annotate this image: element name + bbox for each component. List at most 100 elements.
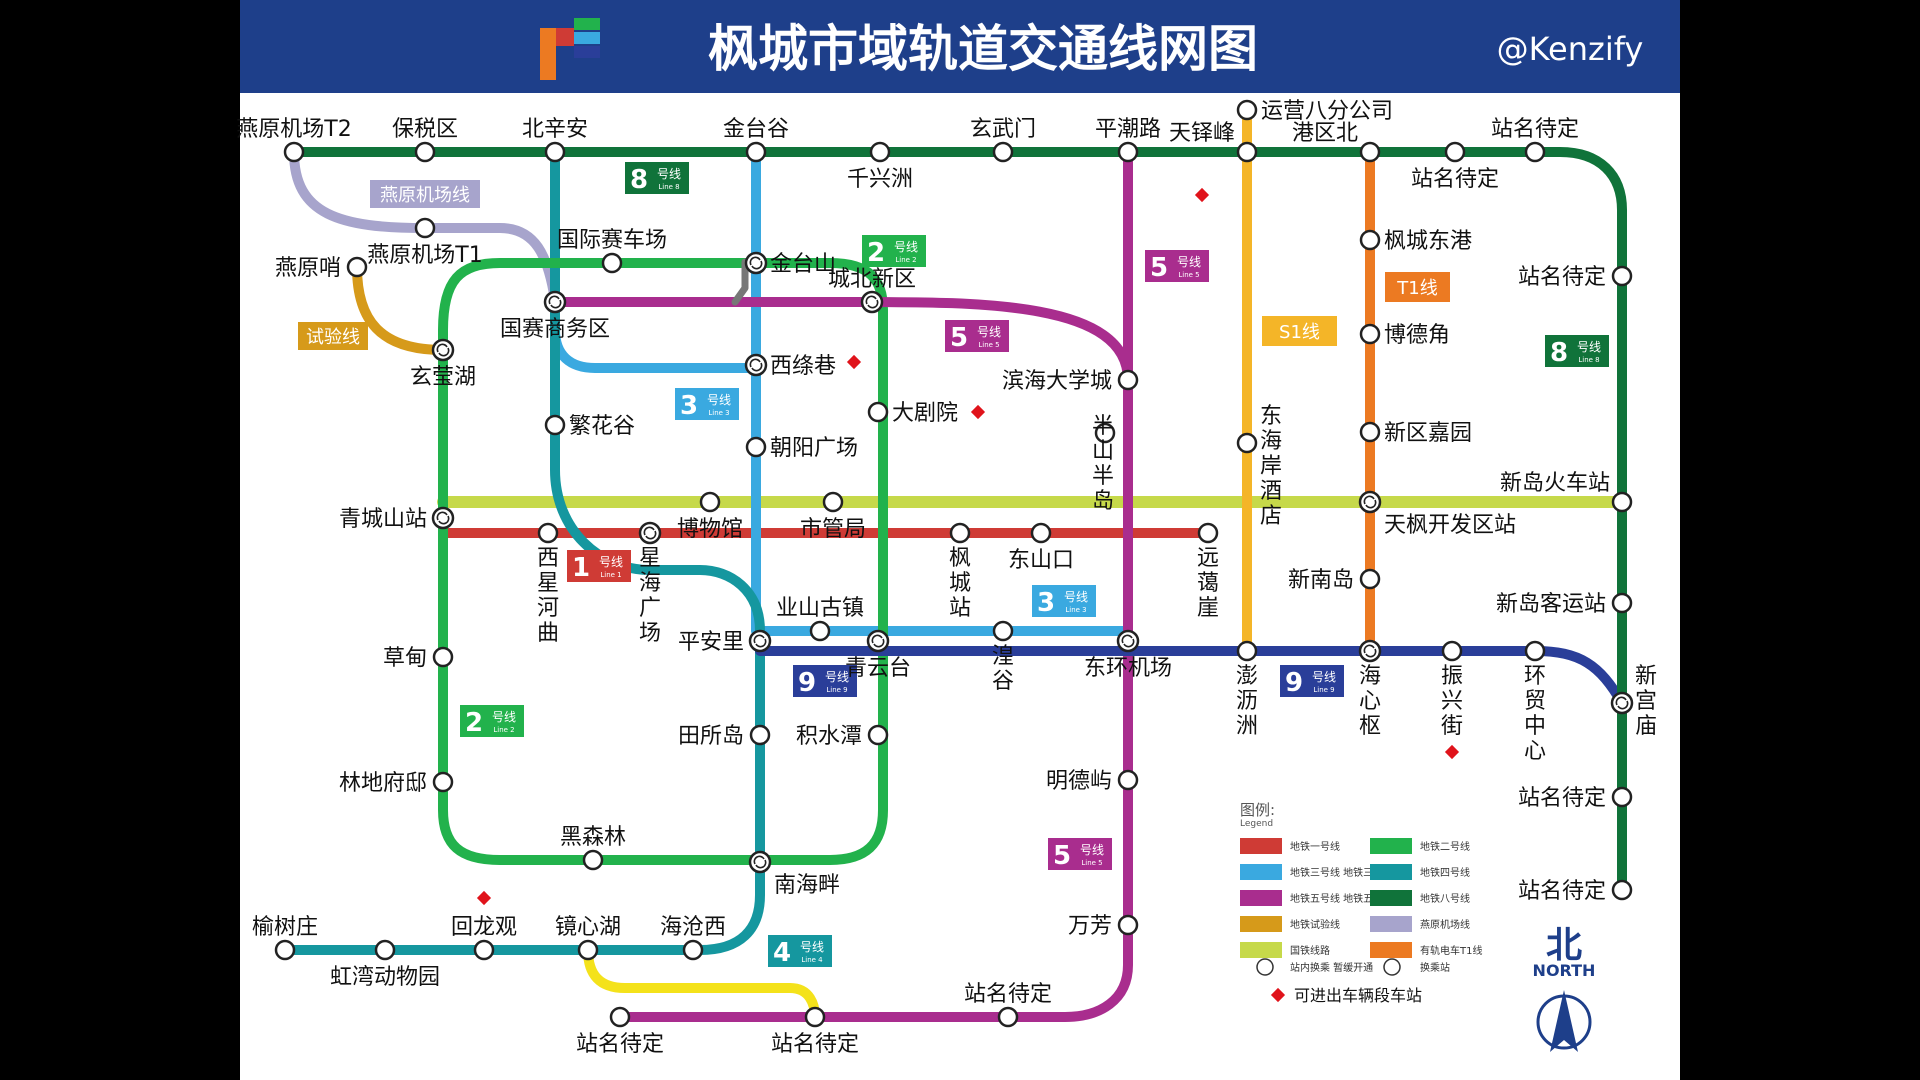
- transfer-station-marker[interactable]: [744, 353, 768, 377]
- station-donghuan[interactable]: 东环机场: [1084, 629, 1172, 681]
- transfer-station-marker[interactable]: [1358, 490, 1382, 514]
- station-pengpai[interactable]: 澎沥洲: [1236, 640, 1258, 739]
- station-marker[interactable]: [414, 141, 436, 163]
- station-marker[interactable]: [1197, 522, 1219, 544]
- station-tbd-right-1[interactable]: 站名待定: [1518, 265, 1633, 290]
- station-pinganli[interactable]: 平安里: [678, 629, 772, 655]
- transfer-station-marker[interactable]: [431, 338, 455, 362]
- station-bodejiao[interactable]: 博德角: [1359, 323, 1450, 348]
- station-jishuitan[interactable]: 积水潭: [796, 724, 889, 749]
- station-huilongguan[interactable]: 回龙观: [451, 915, 517, 961]
- station-tbd-bottom-3[interactable]: 站名待定: [964, 982, 1052, 1028]
- station-marker[interactable]: [346, 256, 368, 278]
- station-yushuzhuang[interactable]: 榆树庄: [252, 915, 318, 961]
- station-marker[interactable]: [609, 1006, 631, 1028]
- transfer-station-marker[interactable]: [1116, 629, 1140, 653]
- station-marker[interactable]: [1117, 914, 1139, 936]
- station-fengchengdonggang[interactable]: 枫城东港: [1359, 229, 1472, 254]
- station-marker[interactable]: [804, 1006, 826, 1028]
- station-dongshankou[interactable]: 东山口: [1008, 522, 1074, 573]
- station-marker[interactable]: [1359, 568, 1381, 590]
- station-xindaokeyun[interactable]: 新岛客运站: [1496, 592, 1633, 617]
- station-chaoyang[interactable]: 朝阳广场: [745, 436, 858, 461]
- station-xindaohuoche[interactable]: 新岛火车站: [1500, 471, 1633, 513]
- transfer-station-marker[interactable]: [431, 506, 455, 530]
- station-jingxinhu[interactable]: 镜心湖: [555, 915, 621, 961]
- station-tbd-top-a[interactable]: 站名待定: [1411, 141, 1499, 192]
- station-yanyuan-t1[interactable]: 燕原机场T1: [367, 217, 483, 268]
- station-guojisaichechang[interactable]: 国际赛车场: [557, 228, 667, 274]
- transfer-station-marker[interactable]: [1610, 691, 1634, 715]
- station-banshan[interactable]: 半山半岛: [1092, 414, 1116, 514]
- station-tbd-bottom-2[interactable]: 站名待定: [771, 1006, 859, 1057]
- station-marker[interactable]: [1441, 640, 1463, 662]
- station-tianfeng[interactable]: 天枫开发区站: [1358, 490, 1516, 538]
- station-marker[interactable]: [1611, 491, 1633, 513]
- station-tbd-bottom-1[interactable]: 站名待定: [576, 1006, 664, 1057]
- station-baoshuiqu[interactable]: 保税区: [392, 117, 458, 163]
- station-nanhaipan[interactable]: 南海畔: [748, 850, 840, 898]
- station-marker[interactable]: [1611, 786, 1633, 808]
- transfer-station-marker[interactable]: [866, 629, 890, 653]
- transfer-station-marker[interactable]: [744, 251, 768, 275]
- station-huanmao[interactable]: 环贸中心: [1524, 640, 1546, 764]
- station-hongwan[interactable]: 虹湾动物园: [330, 939, 440, 990]
- station-marker[interactable]: [1359, 421, 1381, 443]
- station-zhenxing[interactable]: 振兴街: [1441, 640, 1463, 739]
- station-xinqujiayuan[interactable]: 新区嘉园: [1359, 421, 1472, 446]
- station-marker[interactable]: [1524, 141, 1546, 163]
- station-xixinghequ[interactable]: 西星河曲: [537, 522, 559, 646]
- station-yanyuan-t2[interactable]: 燕原机场T2: [236, 117, 352, 163]
- transfer-station-marker[interactable]: [543, 290, 567, 314]
- station-marker[interactable]: [1094, 422, 1116, 444]
- station-qianxingzhou[interactable]: 千兴洲: [847, 141, 913, 192]
- station-yuanai[interactable]: 远蔼崖: [1197, 522, 1219, 621]
- station-dajuyuan[interactable]: 大剧院: [867, 401, 958, 426]
- station-xinnandao[interactable]: 新南岛: [1288, 568, 1381, 593]
- station-caodian[interactable]: 草甸: [383, 646, 454, 671]
- station-xuanyinghu[interactable]: 玄莹湖: [410, 338, 476, 390]
- station-tbd-right-2[interactable]: 站名待定: [1518, 786, 1633, 811]
- station-marker[interactable]: [867, 724, 889, 746]
- station-marker[interactable]: [537, 522, 559, 544]
- station-marker[interactable]: [1117, 769, 1139, 791]
- station-guosaishangwuqu[interactable]: 国赛商务区: [500, 290, 610, 342]
- station-marker[interactable]: [1444, 141, 1466, 163]
- station-marker[interactable]: [1359, 229, 1381, 251]
- station-marker[interactable]: [992, 620, 1014, 642]
- station-marker[interactable]: [544, 141, 566, 163]
- station-marker[interactable]: [1236, 141, 1258, 163]
- station-donghaian[interactable]: 东海岸酒店: [1236, 404, 1282, 529]
- transfer-station-marker[interactable]: [748, 629, 772, 653]
- station-marker[interactable]: [1359, 141, 1381, 163]
- station-gangqubei[interactable]: 港区北: [1292, 121, 1381, 163]
- station-shiguanju[interactable]: 市管局: [800, 491, 866, 542]
- station-marker[interactable]: [374, 939, 396, 961]
- station-marker[interactable]: [577, 939, 599, 961]
- station-yanyuanshao[interactable]: 燕原哨: [275, 256, 368, 281]
- station-yeshan[interactable]: 业山古镇: [776, 596, 864, 642]
- station-fengcheng[interactable]: 枫城站: [949, 522, 971, 621]
- station-marker[interactable]: [1117, 141, 1139, 163]
- station-qingchengshan[interactable]: 青城山站: [339, 506, 455, 532]
- station-marker[interactable]: [809, 620, 831, 642]
- station-marker[interactable]: [1236, 99, 1258, 121]
- station-marker[interactable]: [822, 491, 844, 513]
- station-jintaigu[interactable]: 金台谷: [723, 117, 789, 163]
- station-marker[interactable]: [1611, 265, 1633, 287]
- station-fanhuagu[interactable]: 繁花谷: [544, 414, 635, 439]
- station-marker[interactable]: [1611, 879, 1633, 901]
- station-marker[interactable]: [1359, 323, 1381, 345]
- station-marker[interactable]: [283, 141, 305, 163]
- station-marker[interactable]: [1117, 369, 1139, 391]
- station-marker[interactable]: [1524, 640, 1546, 662]
- transfer-station-marker[interactable]: [860, 290, 884, 314]
- station-marker[interactable]: [1236, 640, 1258, 662]
- station-marker[interactable]: [1030, 522, 1052, 544]
- station-binhai[interactable]: 滨海大学城: [1002, 369, 1139, 394]
- station-bowuguan[interactable]: 博物馆: [677, 491, 743, 542]
- station-marker[interactable]: [1236, 432, 1258, 454]
- station-xingongmiao[interactable]: 新宫庙: [1610, 664, 1657, 739]
- station-marker[interactable]: [432, 771, 454, 793]
- station-marker[interactable]: [432, 646, 454, 668]
